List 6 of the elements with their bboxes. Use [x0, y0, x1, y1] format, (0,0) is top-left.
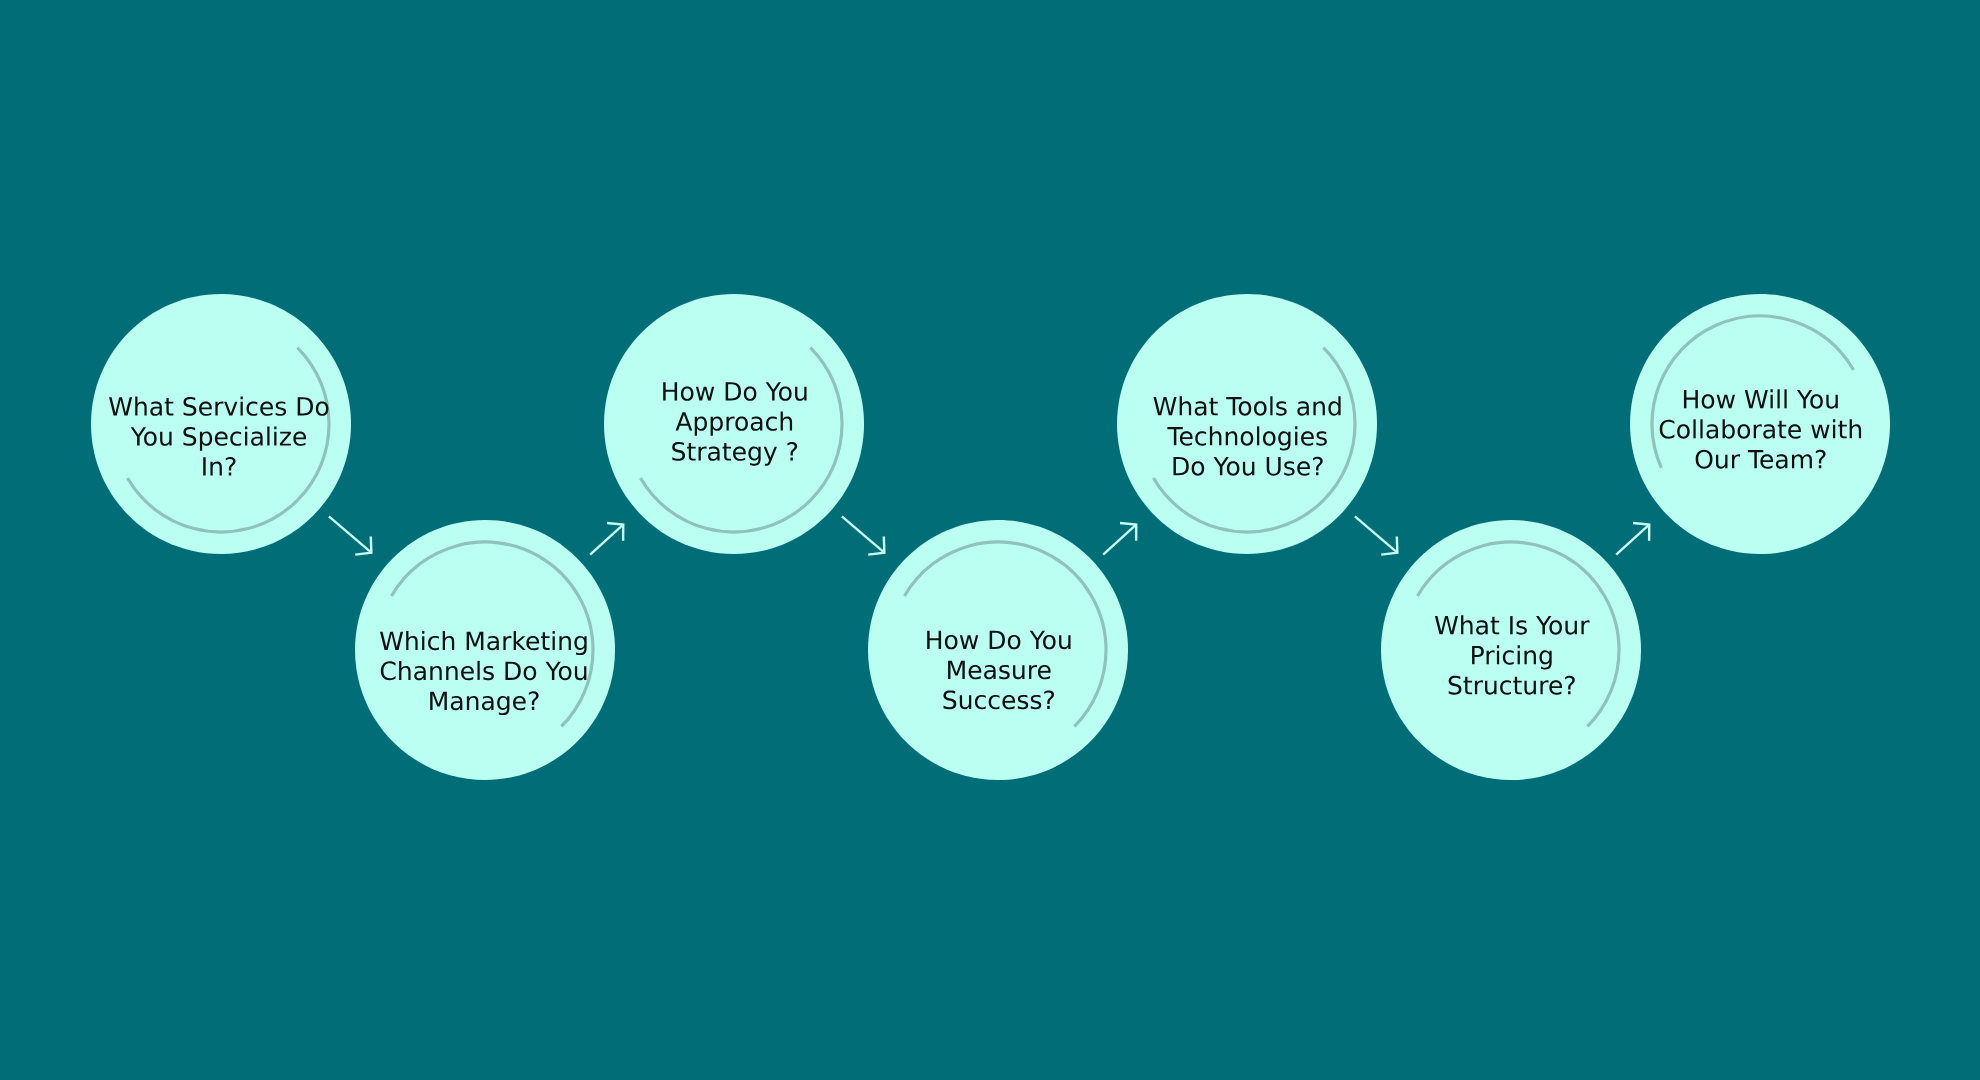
arrow	[328, 515, 373, 556]
arrow	[589, 521, 625, 556]
arrow	[1354, 515, 1399, 556]
arrow	[1615, 521, 1651, 556]
arrow	[1102, 521, 1138, 556]
arrow	[841, 515, 886, 556]
